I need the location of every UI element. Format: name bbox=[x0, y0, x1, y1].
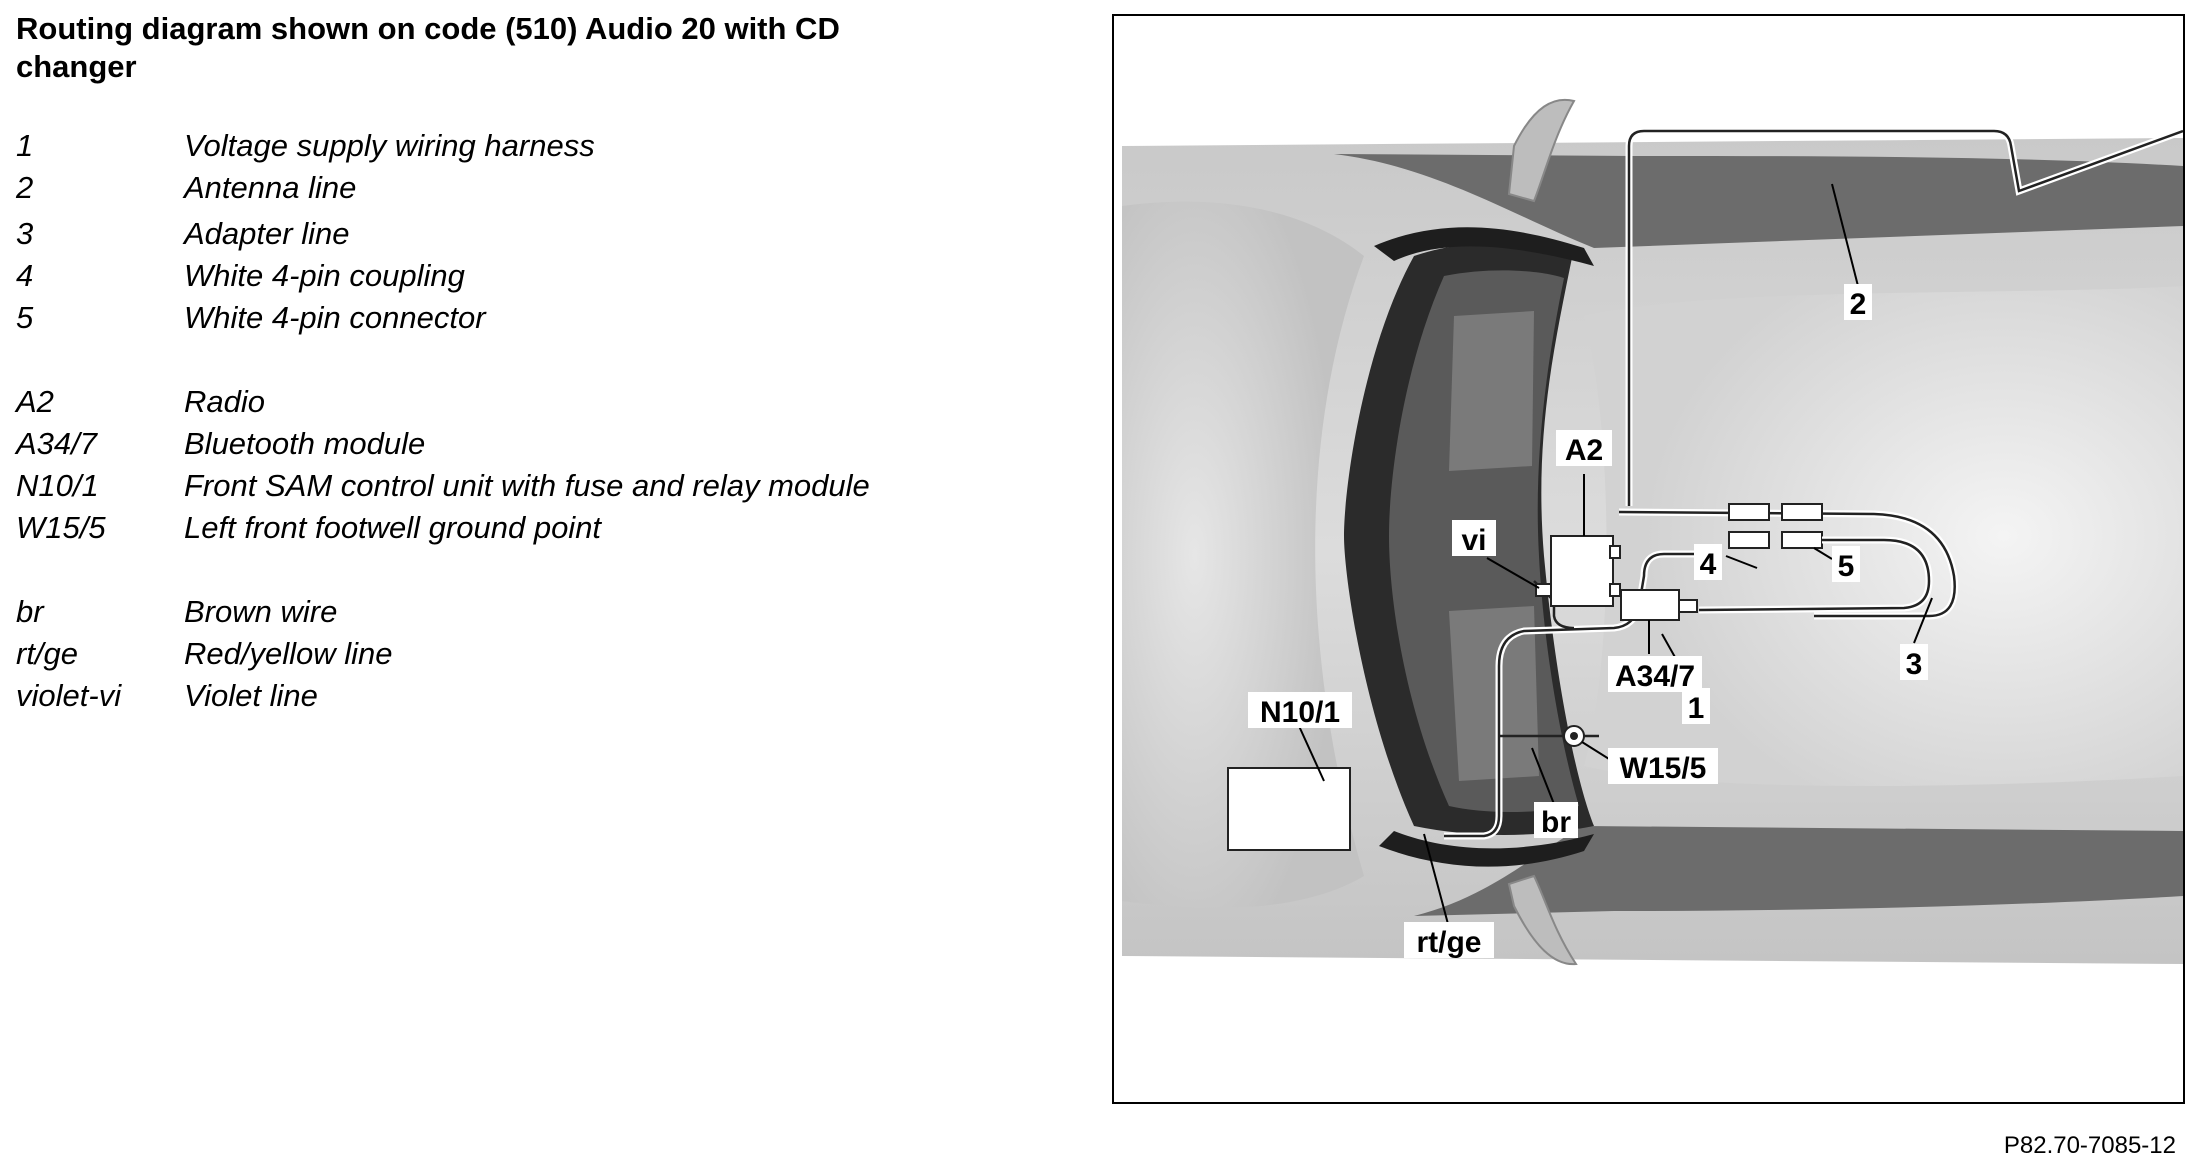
coupling-4-upper bbox=[1728, 503, 1770, 521]
legend-code: rt/ge bbox=[16, 636, 79, 671]
callout-5: 5 bbox=[1832, 546, 1860, 583]
callout-W15-5: W15/5 bbox=[1608, 748, 1718, 785]
legend-code: A34/7 bbox=[16, 426, 98, 461]
branch-line bbox=[1552, 601, 1575, 630]
callout-1-box bbox=[1682, 688, 1710, 724]
leader-N10-1 bbox=[1298, 725, 1325, 782]
connector-5-upper bbox=[1781, 503, 1823, 521]
leader-rt-ge bbox=[1423, 833, 1449, 925]
legend-code: 3 bbox=[16, 216, 34, 251]
callout-vi-box bbox=[1452, 520, 1496, 556]
legend-code: br bbox=[16, 594, 44, 629]
callout-rt-ge-text: rt/ge bbox=[1416, 926, 1481, 959]
callout-A34-7-text: A34/7 bbox=[1615, 660, 1695, 693]
legend-code: A2 bbox=[16, 384, 54, 419]
hood bbox=[1122, 201, 1364, 908]
callout-W15-5-text: W15/5 bbox=[1620, 752, 1707, 785]
car-routing-diagram: 2 A2 vi 4 5 3 A34/7 1 bbox=[1122, 98, 2183, 966]
callout-A2-text: A2 bbox=[1565, 434, 1603, 467]
ground-point-inner bbox=[1570, 732, 1578, 740]
bluetooth-module-plug bbox=[1678, 599, 1698, 613]
legend-code: N10/1 bbox=[16, 468, 99, 503]
callout-vi: vi bbox=[1452, 520, 1496, 557]
leader-2 bbox=[1831, 183, 1859, 287]
callout-br: br bbox=[1534, 802, 1578, 839]
legend-desc: Adapter line bbox=[184, 216, 350, 251]
roof bbox=[1584, 286, 2183, 786]
leader-4 bbox=[1725, 555, 1758, 569]
callout-2: 2 bbox=[1844, 284, 1872, 321]
callout-4: 4 bbox=[1694, 544, 1722, 581]
callout-N10-1-box bbox=[1248, 692, 1352, 728]
callout-5-text: 5 bbox=[1838, 550, 1855, 583]
callout-A2-box bbox=[1556, 430, 1612, 466]
harness-to-coupling-core bbox=[1618, 510, 1956, 618]
callout-rt-ge-box bbox=[1404, 922, 1494, 958]
callout-3-text: 3 bbox=[1906, 648, 1923, 681]
legend-desc: Front SAM control unit with fuse and rel… bbox=[184, 468, 870, 503]
legend-desc: Bluetooth module bbox=[184, 426, 426, 461]
callout-A34-7-box bbox=[1608, 656, 1702, 692]
callout-N10-1: N10/1 bbox=[1248, 692, 1352, 729]
legend-code: violet-vi bbox=[16, 678, 122, 713]
leader-5 bbox=[1813, 547, 1833, 560]
legend-desc: Antenna line bbox=[184, 170, 357, 205]
side-window-top bbox=[1334, 154, 2183, 248]
figure-reference-code: P82.70-7085-12 bbox=[2003, 1132, 2176, 1159]
adapter-line-core bbox=[1698, 538, 1931, 612]
callout-br-box bbox=[1534, 802, 1578, 838]
antenna-line-core bbox=[1627, 129, 2183, 506]
mirror-top bbox=[1507, 98, 1576, 203]
leader-3 bbox=[1913, 597, 1933, 644]
legend-desc: Left front footwell ground point bbox=[184, 510, 602, 545]
coupling-4 bbox=[1728, 531, 1770, 549]
callout-4-text: 4 bbox=[1700, 548, 1717, 581]
bluetooth-module-box bbox=[1620, 589, 1680, 621]
callout-1-text: 1 bbox=[1688, 692, 1705, 725]
callout-vi-text: vi bbox=[1461, 524, 1486, 557]
leader-vi bbox=[1486, 557, 1540, 589]
routing-diagram-frame: 2 A2 vi 4 5 3 A34/7 1 bbox=[1112, 14, 2185, 1104]
leader-br bbox=[1531, 747, 1555, 805]
diagram-title: Routing diagram shown on code (510) Audi… bbox=[16, 11, 840, 84]
callout-3: 3 bbox=[1900, 644, 1928, 681]
legend-desc: Red/yellow line bbox=[184, 636, 393, 671]
legend-code: 1 bbox=[16, 128, 34, 163]
legend-desc: Voltage supply wiring harness bbox=[184, 128, 595, 163]
callout-A34-7: A34/7 bbox=[1608, 656, 1702, 693]
legend-desc: White 4-pin connector bbox=[184, 300, 486, 335]
radio-plug-left bbox=[1535, 583, 1552, 597]
legend-desc: White 4-pin coupling bbox=[184, 258, 465, 293]
seat-front-left bbox=[1449, 311, 1534, 471]
callout-W15-5-box bbox=[1608, 748, 1718, 784]
legend-code: W15/5 bbox=[16, 510, 106, 545]
callout-A2: A2 bbox=[1556, 430, 1612, 467]
legend-code: 2 bbox=[16, 170, 34, 205]
radio-box bbox=[1550, 535, 1614, 607]
a-pillar-top bbox=[1374, 227, 1594, 266]
callout-rt-ge: rt/ge bbox=[1404, 922, 1494, 959]
legend-desc: Violet line bbox=[184, 678, 318, 713]
connector-5 bbox=[1781, 531, 1823, 549]
callout-5-box bbox=[1832, 546, 1860, 582]
callout-1: 1 bbox=[1682, 688, 1710, 725]
legend-desc: Brown wire bbox=[184, 594, 338, 629]
callout-N10-1-text: N10/1 bbox=[1260, 696, 1340, 729]
radio-plug-bottom bbox=[1609, 583, 1621, 597]
callout-2-box bbox=[1844, 284, 1872, 320]
voltage-supply-harness-core bbox=[1444, 552, 1714, 838]
sam-control-unit-box bbox=[1227, 767, 1351, 851]
mirror-bottom bbox=[1507, 874, 1578, 966]
legend-code: 5 bbox=[16, 300, 34, 335]
callout-2-text: 2 bbox=[1850, 288, 1867, 321]
side-window-bottom bbox=[1414, 826, 2183, 916]
callout-4-box bbox=[1694, 544, 1722, 580]
legend-desc: Radio bbox=[184, 384, 265, 419]
legend-code: 4 bbox=[16, 258, 34, 293]
callout-3-box bbox=[1900, 644, 1928, 680]
a-pillar-bottom bbox=[1379, 831, 1594, 867]
callout-br-text: br bbox=[1541, 806, 1571, 839]
radio-plug-top bbox=[1609, 545, 1621, 559]
